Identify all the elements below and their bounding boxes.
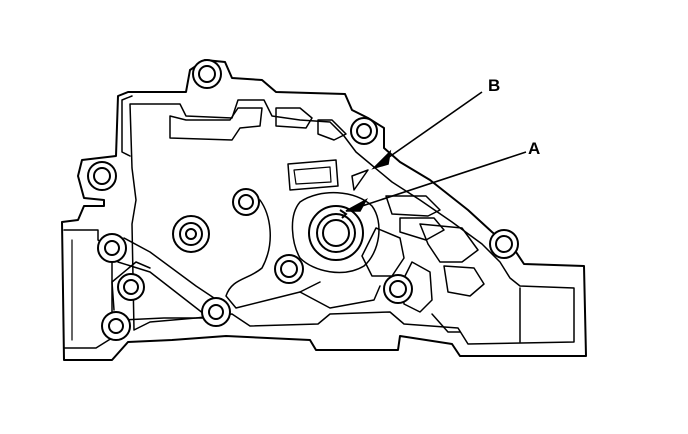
upper-bracket <box>121 95 133 157</box>
bolt-lower-middle <box>383 274 413 304</box>
shaft-seal <box>308 205 364 261</box>
housing-outline <box>61 59 587 361</box>
top-pocket <box>169 107 263 141</box>
bolt-right <box>489 229 519 259</box>
left-arm <box>117 237 215 321</box>
relief-mark <box>351 169 369 191</box>
leader-arrow-b <box>371 149 392 170</box>
bolt-top <box>192 59 222 89</box>
leader-arrow-a <box>345 197 369 212</box>
bolt-center-left-large <box>172 215 210 253</box>
leader-line-a <box>355 151 527 209</box>
leader-line-b <box>381 91 483 163</box>
bolt-bottom-center-ring <box>201 297 231 327</box>
bolt-lower-left-ring <box>97 233 127 263</box>
bolt-upper-right <box>350 117 378 145</box>
shaft-boss <box>291 192 380 274</box>
callout-label-a: A <box>528 139 540 158</box>
bolt-left <box>87 161 117 191</box>
bolt-center-upper <box>232 188 260 216</box>
callout-label-b: B <box>488 76 500 95</box>
right-pockets <box>385 195 441 217</box>
center-pocket <box>287 159 339 191</box>
bolt-lower-left <box>117 273 145 301</box>
bolt-center-lower <box>274 254 304 284</box>
bolt-bottom-left-ring <box>101 311 131 341</box>
